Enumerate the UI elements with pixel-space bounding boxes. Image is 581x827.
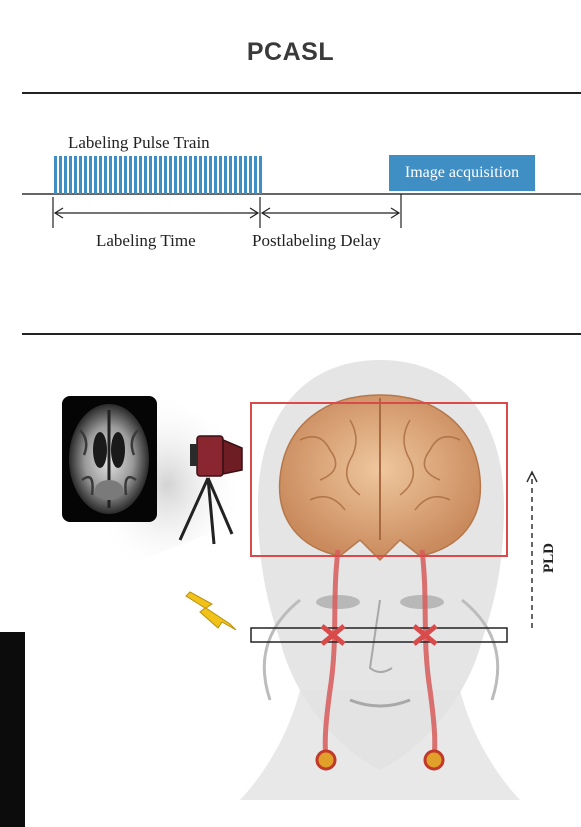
background-mri-fragment: [0, 632, 25, 827]
brain-illustration: [280, 395, 481, 560]
mri-slice-image: [62, 396, 157, 522]
pld-label: PLD: [541, 543, 557, 573]
rf-pulse-lightning-icon: [186, 592, 236, 630]
